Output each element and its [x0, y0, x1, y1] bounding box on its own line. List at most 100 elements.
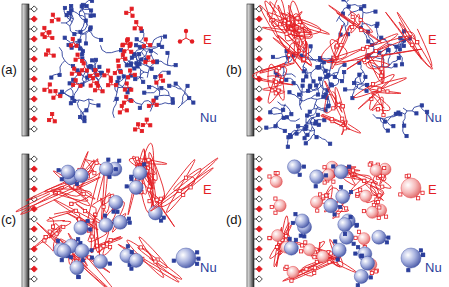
particle: [336, 190, 350, 204]
anchor-group: [256, 116, 262, 122]
substrate: [22, 154, 29, 287]
end-group: [324, 69, 327, 72]
end-group: [70, 4, 73, 7]
end-group: [74, 209, 77, 212]
end-group: [147, 56, 150, 59]
end-group: [70, 202, 73, 205]
end-group: [53, 120, 56, 123]
end-group: [374, 10, 377, 13]
particle: [274, 200, 286, 212]
end-group: [330, 84, 333, 87]
polymer-chain: [329, 85, 330, 88]
end-group: [306, 133, 309, 136]
end-group: [82, 62, 85, 65]
polymer-chain: [297, 97, 300, 99]
end-group: [130, 50, 133, 53]
end-group: [71, 83, 74, 86]
polymer-chain: [133, 62, 136, 64]
polymer-chain: [401, 55, 403, 58]
anchor-group: [256, 106, 262, 112]
polymer-chain: [53, 74, 56, 76]
end-group: [89, 228, 92, 231]
end-group: [376, 108, 379, 111]
end-group: [309, 45, 312, 48]
end-group: [268, 237, 271, 240]
end-group: [332, 107, 335, 110]
end-group: [129, 43, 132, 46]
polymer-chain: [79, 85, 83, 87]
end-group: [323, 119, 326, 122]
polymer-chain: [287, 140, 288, 143]
polymer-chain: [387, 122, 390, 125]
end-group: [356, 192, 359, 195]
polymer-chain: [402, 113, 405, 114]
end-group: [84, 42, 87, 45]
end-group: [282, 108, 285, 111]
end-group: [118, 159, 121, 162]
anchor-group: [31, 6, 37, 12]
end-group: [290, 279, 293, 282]
end-group: [125, 39, 128, 42]
polymer-chain: [183, 93, 185, 96]
anchor-group: [256, 46, 262, 52]
end-group: [103, 74, 106, 77]
end-group: [123, 88, 126, 91]
polymer-chain: [72, 15, 73, 19]
end-group: [149, 43, 152, 46]
polymer-chain: [79, 85, 82, 87]
polymer-chain: [77, 104, 79, 108]
polymer-chain: [159, 95, 164, 96]
end-group: [135, 157, 138, 160]
end-group: [366, 83, 369, 86]
end-group: [300, 250, 303, 253]
polymer-chain: [168, 92, 170, 96]
polymer-chain: [160, 39, 161, 42]
polymer-chain: [322, 81, 323, 85]
polymer-chain: [352, 89, 355, 90]
end-group: [174, 82, 177, 85]
polymer-chain: [388, 59, 389, 62]
end-group: [352, 242, 355, 245]
polymer-chain: [160, 71, 163, 73]
polymer-chain: [352, 4, 355, 6]
polymer-chain: [93, 36, 96, 38]
end-group: [368, 163, 371, 166]
polymer-chain: [347, 22, 348, 25]
end-group: [152, 60, 155, 63]
polymer-chain: [88, 103, 90, 107]
end-group: [97, 104, 100, 107]
end-group: [283, 129, 286, 132]
polymer-chain: [316, 107, 318, 110]
particle: [270, 176, 282, 188]
end-group: [76, 53, 79, 56]
end-group: [154, 260, 157, 263]
end-group: [49, 90, 52, 93]
polymer-chain: [134, 100, 136, 102]
end-group: [50, 20, 53, 23]
particle: [303, 244, 315, 256]
polymer-chain: [422, 109, 424, 111]
anchor-group: [256, 126, 262, 132]
polymer-chain: [182, 97, 183, 101]
end-group: [73, 67, 76, 70]
polymer-chain: [78, 39, 80, 42]
polymer-chain: [292, 133, 294, 136]
end-group: [301, 244, 304, 247]
polymer-chain: [277, 108, 280, 110]
end-group: [301, 84, 304, 87]
end-group: [77, 275, 80, 278]
end-group: [411, 43, 414, 46]
polymer-chain: [306, 116, 309, 119]
anchor-group: [256, 246, 262, 252]
end-group: [96, 73, 99, 76]
end-group: [155, 198, 158, 201]
end-group: [83, 116, 86, 119]
polymer-chain: [86, 31, 89, 34]
end-group: [351, 169, 354, 172]
polymer-chain: [274, 113, 278, 115]
polymer-chain: [377, 32, 379, 35]
polymer-coil: [150, 158, 217, 213]
end-group: [139, 246, 142, 249]
end-group: [44, 235, 47, 238]
polymer-chain: [307, 98, 311, 99]
